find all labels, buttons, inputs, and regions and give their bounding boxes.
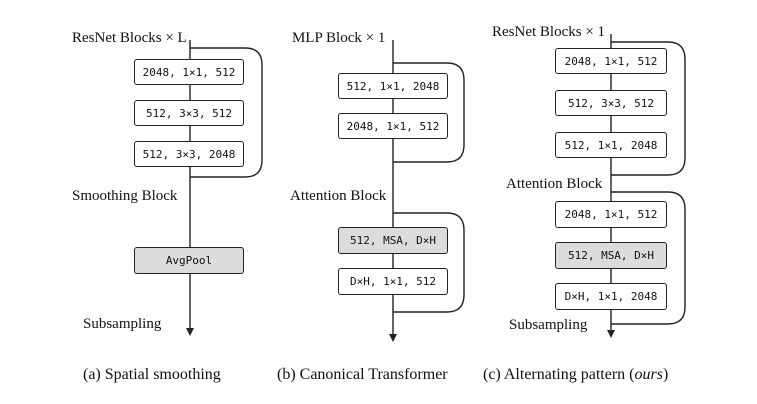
- panel-b-mlp-skip-path: [393, 62, 465, 163]
- panel-a-skip-path: [190, 47, 263, 178]
- panel-b-attn-skip-path: [393, 212, 465, 313]
- panel-c-box-2: 512, 3×3, 512: [555, 90, 667, 116]
- panel-c-label-bottom: Subsampling: [509, 317, 588, 333]
- panel-b-box-1: 512, 1×1, 2048: [338, 73, 448, 99]
- panel-c-label-top: ResNet Blocks × 1: [492, 24, 606, 40]
- panel-a-label-bottom: Subsampling: [83, 316, 162, 332]
- panel-a-box-2: 512, 3×3, 512: [134, 100, 244, 126]
- panel-c-box-msa: 512, MSA, D×H: [555, 242, 667, 269]
- panel-b-caption: (b) Canonical Transformer: [277, 366, 448, 383]
- panel-b-label-middle: Attention Block: [290, 188, 387, 204]
- panel-c-attn-skip-path: [611, 191, 686, 325]
- panel-c-caption-emphasis: ours: [634, 366, 663, 383]
- panel-b-label-top: MLP Block × 1: [292, 30, 386, 46]
- panel-c-caption: (c) Alternating pattern (ours): [483, 367, 668, 383]
- panel-b-box-4: D×H, 1×1, 512: [338, 268, 448, 295]
- panel-b-box-2: 2048, 1×1, 512: [338, 113, 448, 139]
- panel-c-box-1: 2048, 1×1, 512: [555, 48, 667, 74]
- panel-c-caption-suffix: ): [662, 366, 669, 383]
- panel-c-caption-prefix: (c) Alternating pattern (: [483, 366, 635, 383]
- panel-a-box-avgpool: AvgPool: [134, 247, 244, 274]
- panel-a-caption: (a) Spatial smoothing: [83, 366, 221, 383]
- panel-c-box-6: D×H, 1×1, 2048: [555, 283, 667, 310]
- panel-a-label-top: ResNet Blocks × L: [72, 30, 187, 46]
- panel-c-resnet-skip-path: [611, 41, 686, 176]
- panel-a-label-middle: Smoothing Block: [72, 188, 178, 204]
- panel-c-box-4: 2048, 1×1, 512: [555, 201, 667, 228]
- panel-c-label-middle: Attention Block: [506, 176, 603, 192]
- panel-a-box-3: 512, 3×3, 2048: [134, 141, 244, 167]
- panel-a-box-1: 2048, 1×1, 512: [134, 59, 244, 85]
- panel-b-box-msa: 512, MSA, D×H: [338, 227, 448, 254]
- panel-c-box-3: 512, 1×1, 2048: [555, 132, 667, 158]
